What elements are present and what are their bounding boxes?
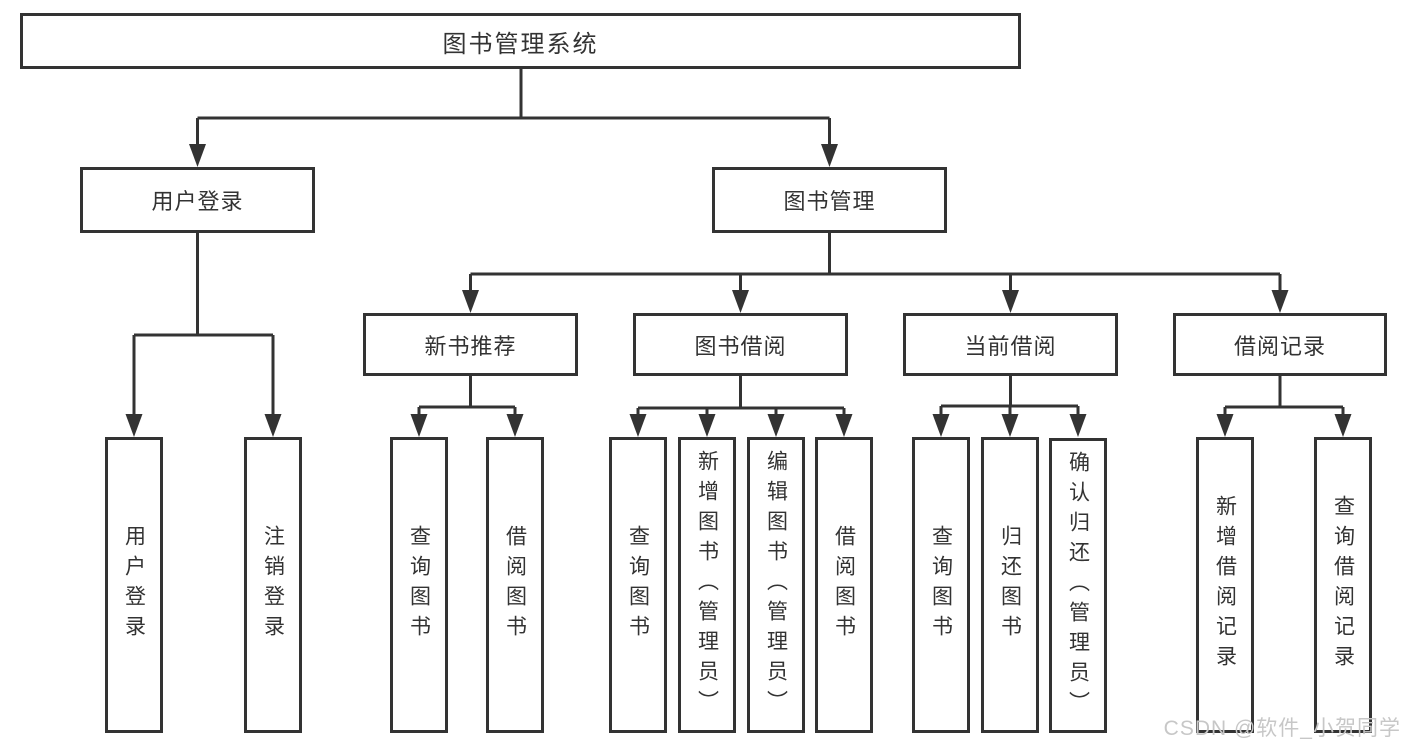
leaf-borrowing-borrow-books: 借阅图书 — [815, 437, 873, 733]
leaf-borrowing-query-books: 查询图书 — [609, 437, 667, 733]
leaf-records-add-borrow-record: 新增借阅记录 — [1196, 437, 1254, 733]
leaf-newbook-query-books: 查询图书 — [390, 437, 448, 733]
node-new-book-recommend: 新书推荐 — [363, 313, 578, 376]
leaf-logout-login: 注销登录 — [244, 437, 302, 733]
node-book-management: 图书管理 — [712, 167, 947, 233]
leaf-newbook-borrow-books: 借阅图书 — [486, 437, 544, 733]
node-current-borrowing: 当前借阅 — [903, 313, 1118, 376]
leaf-current-query-books: 查询图书 — [912, 437, 970, 733]
leaf-user-login: 用户登录 — [105, 437, 163, 733]
node-user-login: 用户登录 — [80, 167, 315, 233]
node-book-borrowing: 图书借阅 — [633, 313, 848, 376]
leaf-current-confirm-return-admin: 确认归还（管理员） — [1049, 438, 1107, 733]
leaf-records-query-borrow-record: 查询借阅记录 — [1314, 437, 1372, 733]
csdn-watermark: CSDN @软件_小贺同学 — [1163, 717, 1401, 740]
leaf-borrowing-edit-books-admin: 编辑图书（管理员） — [747, 437, 805, 733]
node-root-library-system: 图书管理系统 — [20, 13, 1021, 69]
leaf-current-return-books: 归还图书 — [981, 437, 1039, 733]
leaf-borrowing-add-books-admin: 新增图书（管理员） — [678, 437, 736, 733]
node-borrow-records: 借阅记录 — [1173, 313, 1387, 376]
